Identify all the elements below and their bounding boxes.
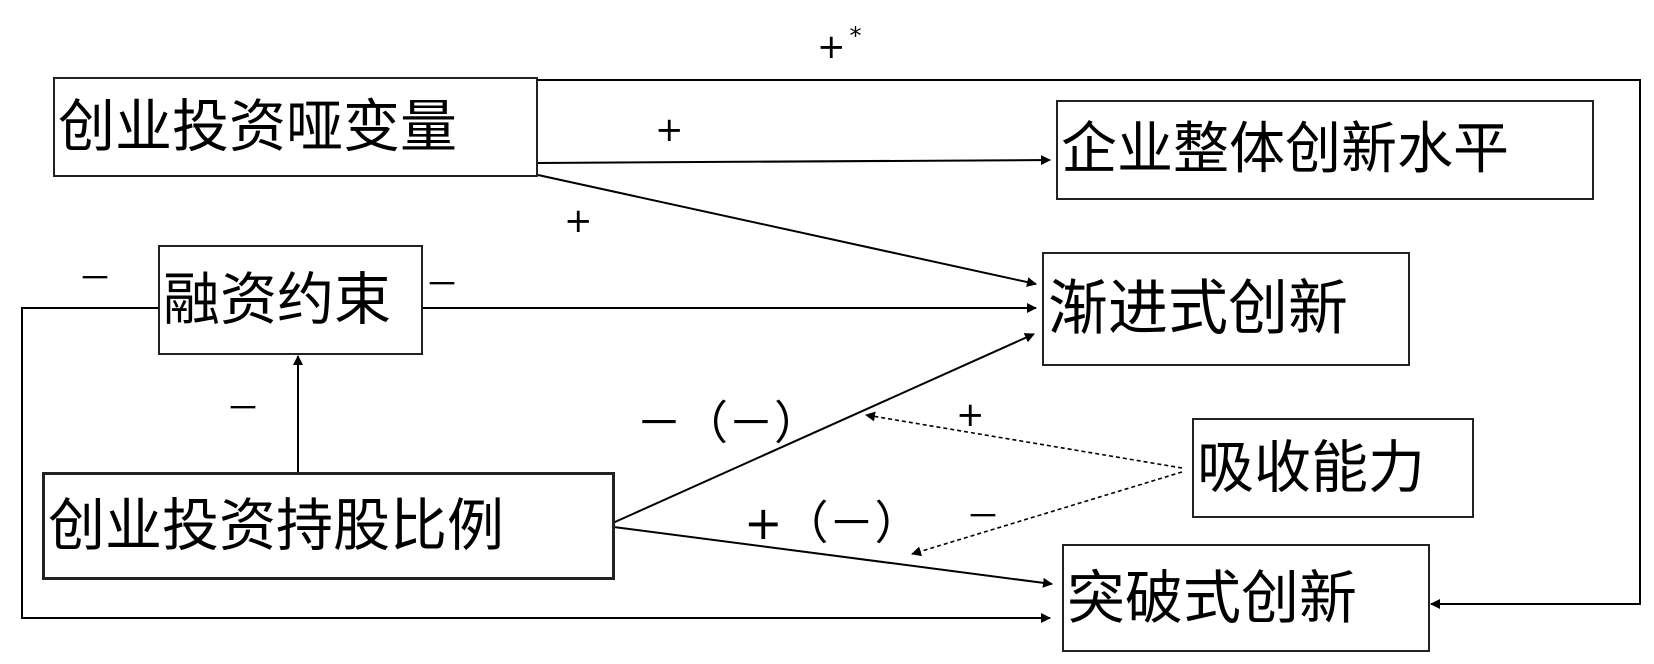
label-absorb-to-radical: － (966, 497, 1000, 537)
label-dummy-to-incremental: + (564, 201, 593, 241)
label-share-to-radical: +（－） (744, 496, 921, 550)
edge-fc-to-radical (21, 307, 1051, 623)
label-dummy-to-radical-sign: + (817, 27, 846, 67)
node-vc-dummy-label: 创业投资哑变量 (58, 93, 457, 160)
node-vc-shareholding-label: 创业投资持股比例 (48, 492, 504, 559)
node-overall-innovation: 企业整体创新水平 (1056, 100, 1594, 200)
node-vc-shareholding: 创业投资持股比例 (42, 472, 615, 580)
label-dummy-to-radical-mark: * (849, 22, 862, 50)
node-vc-dummy: 创业投资哑变量 (53, 77, 538, 177)
node-absorptive-capacity-label: 吸收能力 (1197, 434, 1425, 501)
edge-share-to-incremental (605, 333, 1035, 527)
edge-absorb-to-incremental (865, 411, 1183, 469)
edge-share-to-radical (605, 525, 1053, 588)
label-share-to-fc: － (226, 389, 260, 429)
node-overall-innovation-label: 企业整体创新水平 (1061, 117, 1509, 182)
node-incremental-innovation: 渐进式创新 (1042, 252, 1410, 366)
label-absorb-to-incremental: + (956, 395, 985, 435)
edge-dummy-to-incremental (537, 174, 1037, 287)
node-radical-innovation: 突破式创新 (1062, 544, 1430, 652)
node-incremental-innovation-label: 渐进式创新 (1048, 274, 1348, 344)
edge-absorb-to-radical (911, 471, 1183, 557)
label-share-to-incremental: －（－） (636, 396, 820, 450)
label-fc-right: － (425, 265, 459, 305)
node-absorptive-capacity: 吸收能力 (1192, 418, 1474, 518)
node-financing-constraint: 融资约束 (158, 245, 423, 355)
node-financing-constraint-label: 融资约束 (163, 266, 391, 333)
label-dummy-to-radical: +* (817, 24, 862, 67)
node-radical-innovation-label: 突破式创新 (1067, 564, 1358, 632)
label-fc-left: － (78, 259, 112, 299)
edge-dummy-to-radical (536, 79, 1641, 609)
label-dummy-to-overall: + (655, 110, 684, 150)
edge-dummy-to-overall (537, 155, 1051, 166)
